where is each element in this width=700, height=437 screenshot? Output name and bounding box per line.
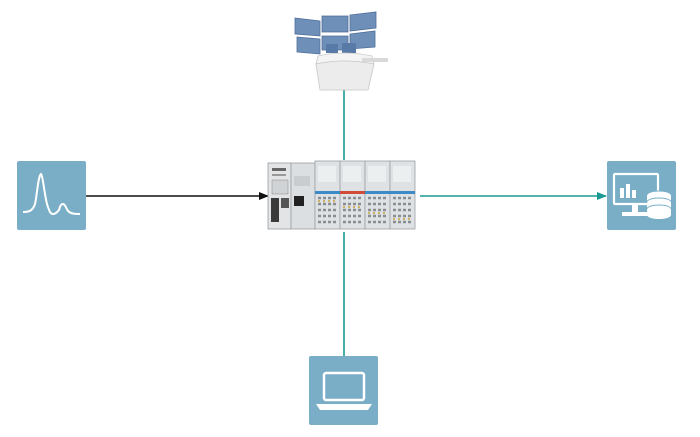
laptop-tile [309,356,378,425]
modular-io-controller-icon [267,160,416,230]
database-dashboard-icon [612,172,672,219]
waveform-icon [22,172,81,216]
signal-source-tile [17,161,86,230]
data-storage-tile [607,161,676,230]
control-room-monitors-icon [294,11,388,91]
io-module-group [314,160,416,230]
laptop-icon [316,371,372,410]
